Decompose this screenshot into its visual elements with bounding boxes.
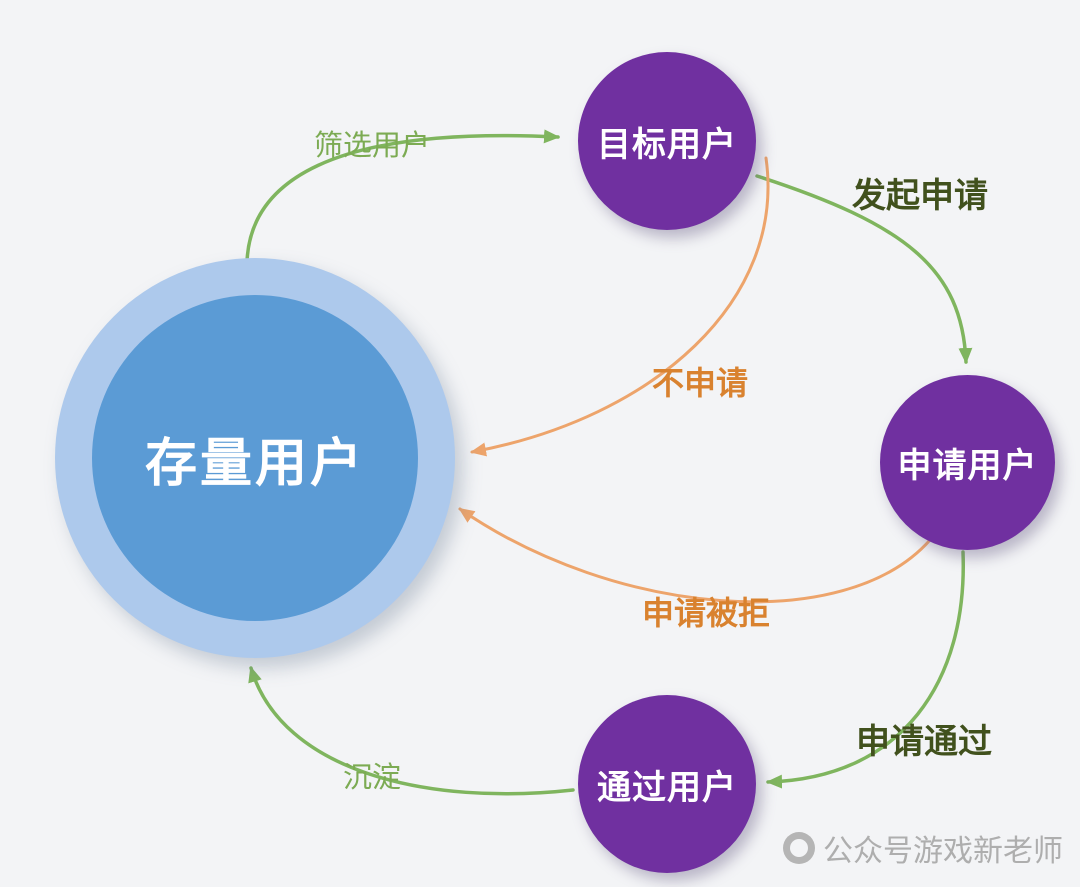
arrow-initiate-application — [755, 174, 973, 364]
node-existing-users: 存量用户 — [92, 295, 418, 621]
edge-label-application-rejected: 申请被拒 — [642, 595, 771, 631]
arrow-application-approved — [766, 550, 965, 789]
arrow-settle — [248, 666, 575, 796]
node-existing-users-label: 存量用户 — [144, 434, 365, 493]
node-target-users-label: 目标用户 — [597, 125, 737, 164]
edge-label-initiate-application: 发起申请 — [852, 177, 988, 215]
edge-label-settle: 沉淀 — [343, 762, 402, 794]
edge-label-filter-users: 筛选用户 — [314, 130, 431, 162]
watermark: 公众号游戏新老师 — [783, 826, 1063, 870]
watermark-logo-icon — [783, 832, 815, 864]
node-approved-users-label: 通过用户 — [597, 768, 737, 807]
node-applying-users: 申请用户 — [880, 375, 1055, 550]
watermark-text: 公众号游戏新老师 — [823, 835, 1063, 868]
node-applying-users-label: 申请用户 — [897, 447, 1038, 485]
arrow-no-application — [470, 156, 770, 457]
arrow-application-rejected — [458, 507, 932, 604]
node-approved-users: 通过用户 — [578, 695, 756, 873]
edge-label-no-application: 不申请 — [652, 365, 749, 401]
arrow-filter-users — [245, 129, 560, 264]
edge-label-application-approved: 申请通过 — [856, 723, 992, 761]
node-target-users: 目标用户 — [578, 52, 756, 230]
